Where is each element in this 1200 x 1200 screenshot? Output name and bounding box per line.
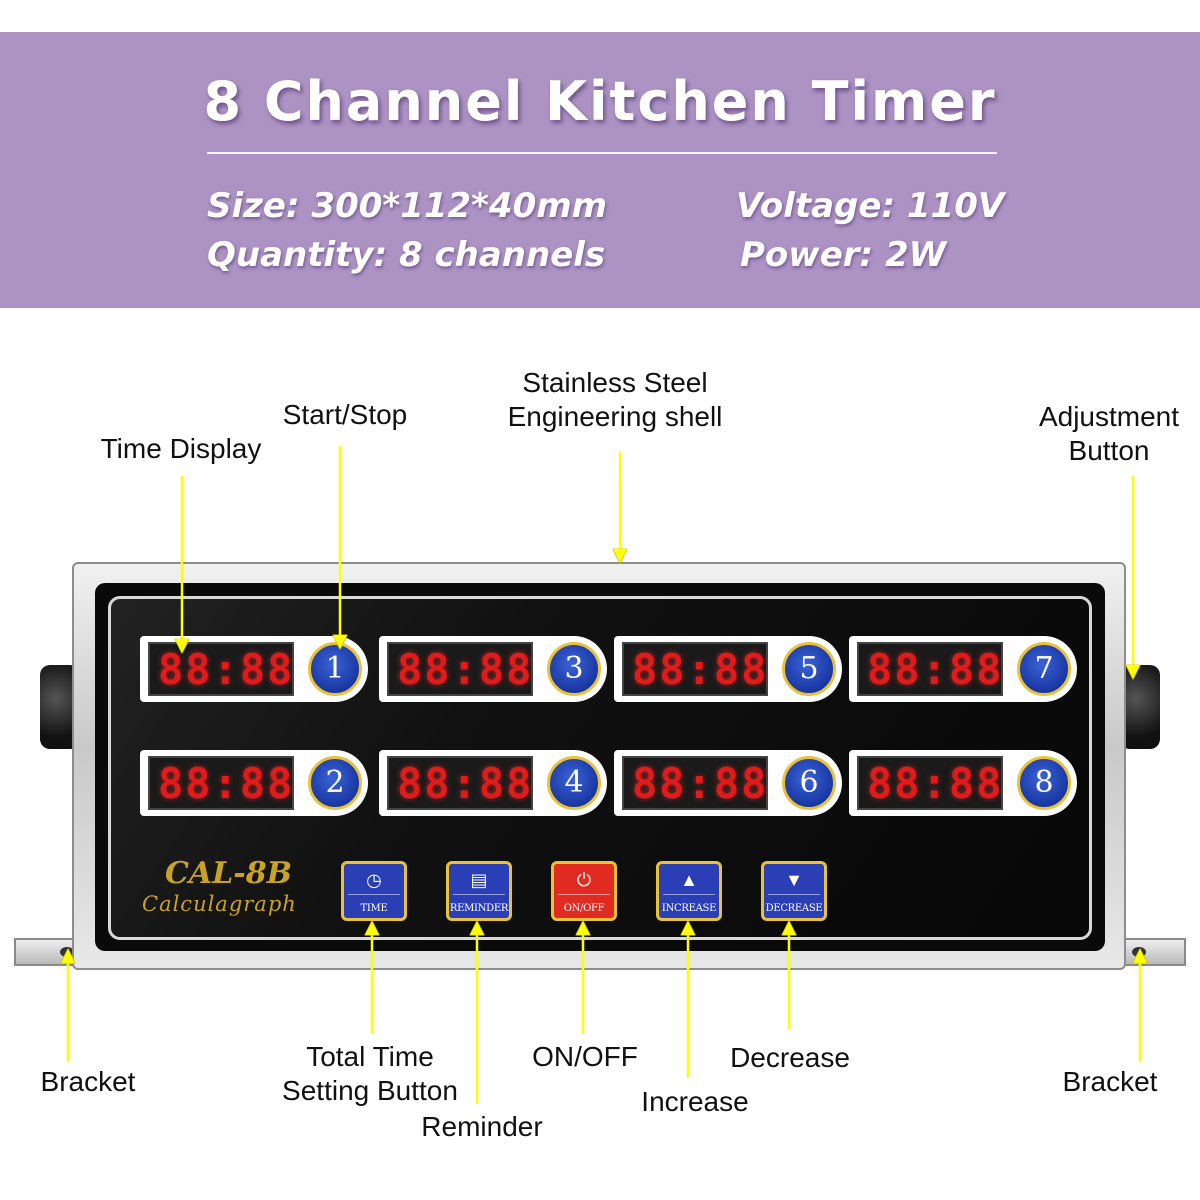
- decrease-button-label: DECREASE: [765, 903, 823, 914]
- button-divider: [453, 894, 505, 895]
- time-digits: 88:88: [397, 759, 534, 808]
- time-display: 88:88: [622, 756, 768, 810]
- arrow-up-icon: ▲: [680, 870, 698, 890]
- channel-8-start-stop-button[interactable]: 8: [1017, 756, 1071, 810]
- channel-3: 88:88 3: [379, 636, 607, 702]
- label-reminder: Reminder: [421, 1111, 543, 1142]
- time-display: 88:88: [387, 642, 533, 696]
- button-divider: [663, 894, 715, 895]
- label-adjustment-line2: Button: [1068, 435, 1150, 466]
- label-increase: Increase: [641, 1086, 749, 1117]
- spec-voltage: Voltage: 110V: [736, 186, 1005, 226]
- reminder-button[interactable]: ▤ REMINDER: [446, 861, 512, 921]
- label-shell: Stainless Steel Engineering shell: [480, 366, 750, 434]
- channel-5-start-stop-button[interactable]: 5: [782, 642, 836, 696]
- clock-icon: ◷: [366, 870, 382, 890]
- channel-2-start-stop-button[interactable]: 2: [308, 756, 362, 810]
- label-time-display: Time Display: [100, 433, 262, 464]
- time-display: 88:88: [857, 756, 1003, 810]
- on-off-button-label: ON/OFF: [563, 903, 605, 914]
- label-total-time-line1: Total Time: [306, 1041, 434, 1072]
- label-adjustment-line1: Adjustment: [1038, 401, 1180, 432]
- label-total-time: Total Time Setting Button: [270, 1040, 470, 1108]
- channel-4-start-stop-button[interactable]: 4: [547, 756, 601, 810]
- channel-7: 88:88 7: [849, 636, 1077, 702]
- increase-button-label: INCREASE: [661, 903, 717, 914]
- reminder-button-label: REMINDER: [449, 903, 509, 914]
- time-digits: 88:88: [867, 759, 1004, 808]
- channel-2: 88:88 2: [140, 750, 368, 816]
- decrease-button[interactable]: ▼ DECREASE: [761, 861, 827, 921]
- time-display: 88:88: [148, 642, 294, 696]
- label-decrease: Decrease: [730, 1042, 850, 1073]
- spec-quantity: Quantity: 8 channels: [207, 235, 606, 275]
- basket-icon: ▤: [470, 870, 488, 890]
- time-digits: 88:88: [397, 645, 534, 694]
- channel-6-start-stop-button[interactable]: 6: [782, 756, 836, 810]
- banner-divider: [207, 152, 997, 154]
- time-display: 88:88: [622, 642, 768, 696]
- model-subtitle: Calculagraph: [142, 892, 297, 916]
- channel-8: 88:88 8: [849, 750, 1077, 816]
- channel-7-start-stop-button[interactable]: 7: [1017, 642, 1071, 696]
- time-digits: 88:88: [632, 759, 769, 808]
- time-digits: 88:88: [158, 759, 295, 808]
- channel-6: 88:88 6: [614, 750, 842, 816]
- label-shell-line1: Stainless Steel: [522, 367, 708, 398]
- right-adjustment-knob[interactable]: [1120, 665, 1160, 749]
- channel-1: 88:88 1: [140, 636, 368, 702]
- label-on-off: ON/OFF: [532, 1041, 638, 1072]
- banner-title: 8 Channel Kitchen Timer: [203, 70, 997, 133]
- label-bracket-right: Bracket: [1062, 1066, 1158, 1097]
- time-display: 88:88: [148, 756, 294, 810]
- spec-size: Size: 300*112*40mm: [207, 186, 608, 226]
- time-button[interactable]: ◷ TIME: [341, 861, 407, 921]
- label-bracket-left: Bracket: [40, 1066, 136, 1097]
- label-shell-line2: Engineering shell: [507, 401, 723, 432]
- label-total-time-line2: Setting Button: [282, 1075, 458, 1106]
- model-name: CAL-8B: [165, 856, 292, 891]
- time-display: 88:88: [857, 642, 1003, 696]
- time-display: 88:88: [387, 756, 533, 810]
- on-off-button[interactable]: ⏻ ON/OFF: [551, 861, 617, 921]
- arrow-down-icon: ▼: [785, 870, 803, 890]
- bracket-hole: [1132, 947, 1146, 957]
- header-banner: [0, 32, 1200, 308]
- button-divider: [768, 894, 820, 895]
- time-digits: 88:88: [158, 645, 295, 694]
- label-start-stop: Start/Stop: [282, 399, 408, 430]
- increase-button[interactable]: ▲ INCREASE: [656, 861, 722, 921]
- power-icon: ⏻: [576, 870, 592, 890]
- label-adjustment: Adjustment Button: [1028, 400, 1190, 468]
- time-button-label: TIME: [360, 903, 388, 914]
- channel-4: 88:88 4: [379, 750, 607, 816]
- channel-3-start-stop-button[interactable]: 3: [547, 642, 601, 696]
- spec-power: Power: 2W: [740, 235, 947, 275]
- channel-5: 88:88 5: [614, 636, 842, 702]
- channel-1-start-stop-button[interactable]: 1: [308, 642, 362, 696]
- time-digits: 88:88: [632, 645, 769, 694]
- time-digits: 88:88: [867, 645, 1004, 694]
- button-divider: [558, 894, 610, 895]
- button-divider: [348, 894, 400, 895]
